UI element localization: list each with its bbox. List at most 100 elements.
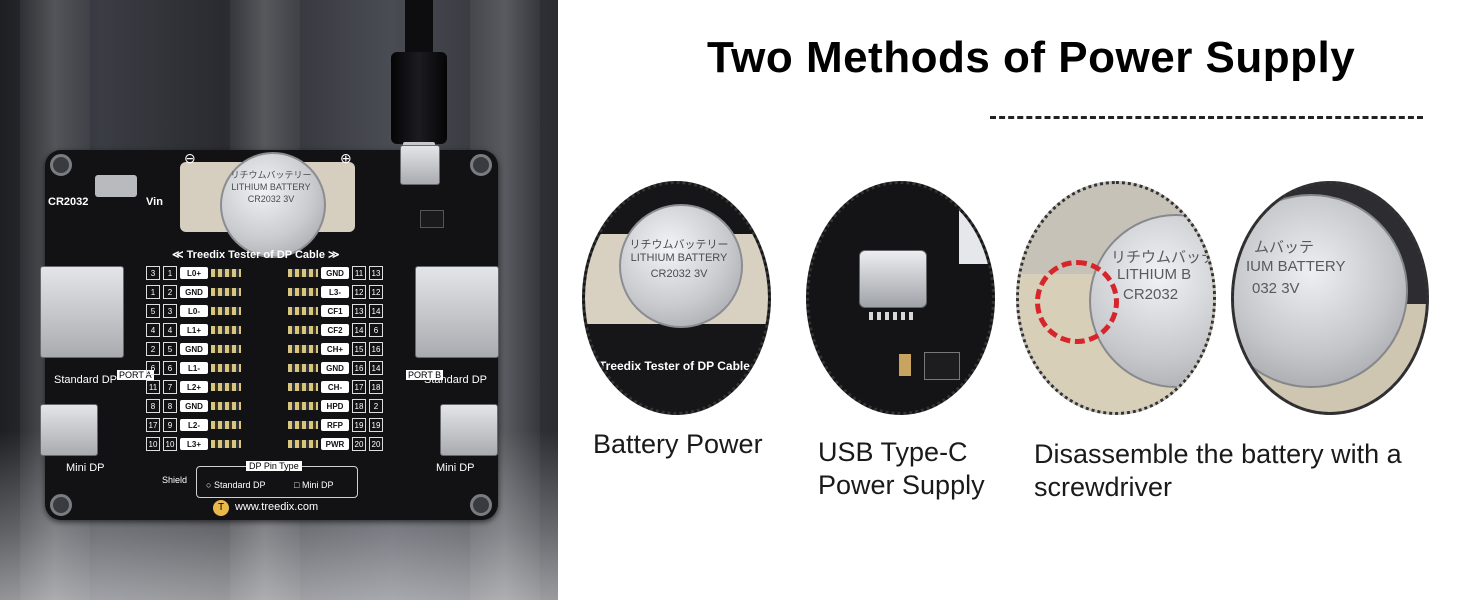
pin-led-strip — [211, 269, 241, 277]
battery-text-en: LITHIUM BATTERY — [231, 182, 311, 192]
pin-number-a: 20 — [352, 437, 366, 451]
treedix-logo-icon: T — [213, 500, 229, 516]
pin-name: GND — [180, 286, 208, 298]
standard-dp-label-left: Standard DP — [54, 374, 117, 386]
pin-led-strip — [288, 345, 318, 353]
pin-name: L2+ — [180, 381, 208, 393]
usb-c-port-zoom — [859, 250, 927, 308]
pin-name: GND — [321, 362, 349, 374]
zoom-disassemble: リチウムバッテリー LITHIUM B CR2032 — [1016, 181, 1216, 415]
pin-number-a: 4 — [146, 323, 160, 337]
pin-name: L0+ — [180, 267, 208, 279]
board-title-zoom: Treedix Tester of DP Cable — [599, 359, 750, 373]
pin-number-b: 2 — [369, 399, 383, 413]
pin-number-b: 1 — [163, 266, 177, 280]
usb-plug — [391, 52, 447, 144]
pin-number-a: 14 — [352, 323, 366, 337]
latch-highlight-circle — [1035, 260, 1119, 344]
resistor-zoom — [899, 354, 911, 376]
switch-label-vin: Vin — [146, 196, 163, 208]
square-icon: □ — [294, 480, 300, 490]
pin-number-a: 13 — [352, 304, 366, 318]
pin-number-b: 10 — [163, 437, 177, 451]
pin-number-a: 3 — [146, 266, 160, 280]
pin-type-standard-label: Standard DP — [213, 480, 266, 490]
pin-led-strip — [211, 288, 241, 296]
usb-cable — [405, 0, 433, 55]
shield-label: Shield — [162, 475, 188, 485]
pin-led-strip — [288, 269, 318, 277]
pin-led-strip — [288, 383, 318, 391]
minus-sign: ⊖ — [184, 150, 196, 166]
pin-number-a: 17 — [146, 418, 160, 432]
pin-led-strip — [211, 326, 241, 334]
pin-name: HPD — [321, 400, 349, 412]
pin-type-mini-label: Mini DP — [301, 480, 334, 490]
pin-number-a: 11 — [352, 266, 366, 280]
pin-name: GND — [180, 400, 208, 412]
pin-number-a: 1 — [146, 285, 160, 299]
pin-number-a: 10 — [146, 437, 160, 451]
pin-number-b: 13 — [369, 266, 383, 280]
pin-name: GND — [321, 267, 349, 279]
pin-number-b: 6 — [163, 361, 177, 375]
pin-number-a: 16 — [352, 361, 366, 375]
zoom-battery-removed: ムバッテ IUM BATTERY 032 3V — [1231, 181, 1429, 415]
pin-number-b: 5 — [163, 342, 177, 356]
standard-dp-port-left — [40, 266, 124, 358]
mini-dp-port-right — [440, 404, 498, 456]
pin-number-a: 12 — [352, 285, 366, 299]
zoom-battery: リチウムバッテリー LITHIUM BATTERY CR2032 3V Tree… — [582, 181, 771, 415]
pin-number-b: 6 — [369, 323, 383, 337]
page-title: Two Methods of Power Supply — [707, 33, 1356, 82]
pin-led-strip — [211, 383, 241, 391]
pin-name: CH- — [321, 381, 349, 393]
pin-type-title: DP Pin Type — [246, 461, 302, 471]
pin-name: CF1 — [321, 305, 349, 317]
pin-led-strip — [288, 307, 318, 315]
pin-led-strip — [211, 345, 241, 353]
pin-number-b: 12 — [369, 285, 383, 299]
pin-number-b: 3 — [163, 304, 177, 318]
pin-name: L2- — [180, 419, 208, 431]
caption-disassemble-line1: Disassemble the battery with a — [1034, 439, 1402, 469]
port-a-tag: PORT A — [117, 370, 154, 380]
pin-led-strip — [211, 421, 241, 429]
standard-dp-port-right — [415, 266, 499, 358]
battery-text-jp-zoom4: ムバッテ — [1254, 239, 1315, 256]
mount-hole — [50, 494, 72, 516]
pin-number-b: 7 — [163, 380, 177, 394]
title-dash-divider — [990, 116, 1423, 119]
pin-name: GND — [180, 343, 208, 355]
pin-led-strip — [211, 440, 241, 448]
pin-name: RFP — [321, 419, 349, 431]
usb-c-port — [400, 145, 440, 185]
circle-icon: ○ — [206, 480, 212, 490]
battery-text-model-zoom4: 032 3V — [1252, 280, 1300, 297]
caption-usb-line2: Power Supply — [818, 470, 985, 500]
coin-battery — [220, 152, 326, 258]
pin-number-b: 4 — [163, 323, 177, 337]
pin-number-a: 2 — [146, 342, 160, 356]
battery-text-jp: リチウムバッテリー — [230, 170, 312, 180]
plus-sign: ⊕ — [340, 150, 352, 166]
battery-text-model-zoom: CR2032 3V — [650, 268, 708, 280]
pin-number-b: 2 — [163, 285, 177, 299]
port-b-tag: PORT B — [406, 370, 444, 380]
caption-usb-line1: USB Type-C — [818, 437, 968, 467]
pin-led-strip — [288, 364, 318, 372]
